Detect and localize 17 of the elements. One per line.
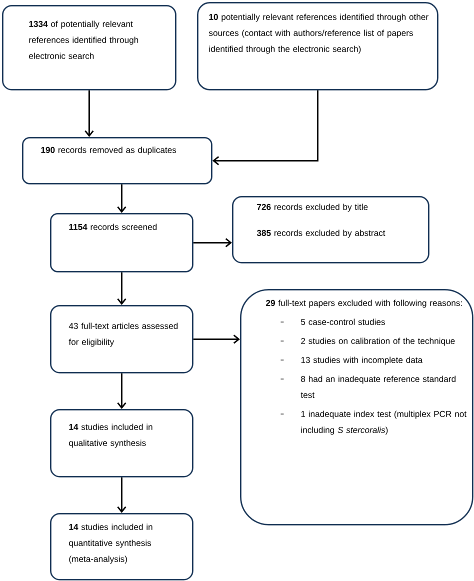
arrow (117, 184, 126, 213)
arrow (117, 477, 126, 513)
arrow (117, 272, 126, 305)
arrow (193, 238, 232, 248)
process-box: 1154 records screened (50, 213, 194, 272)
arrow (84, 90, 94, 137)
process-box: 29 full-text papers excluded with following reasons: 5 case-control studies 2 studies on calibration of the technique 13 studies with incomplete data 8 had an inadequate reference standard test 1 inadequate index test (multiplex PCR not including S stercoralis) (240, 289, 474, 526)
process-box: 190 records removed as duplicates (22, 137, 212, 184)
process-box: 14 studies included in qualitative synthesis (50, 409, 194, 478)
arrow (117, 373, 126, 409)
process-box: 1334 of potentially relevant references identified through electronic search (2, 5, 176, 90)
arrow (212, 90, 318, 166)
process-box: 43 full-text articles assessed for eligibility (50, 305, 194, 374)
arrow (193, 334, 240, 344)
process-box: 14 studies included in quantitative synthesis (meta-analysis) (50, 513, 194, 580)
process-box: 726 records excluded by title 385 records excluded by abstract (232, 196, 430, 264)
process-box: 10 potentially relevant references identified through other sources (contact with authors/reference list of papers identified through the electronic search) (197, 2, 438, 90)
